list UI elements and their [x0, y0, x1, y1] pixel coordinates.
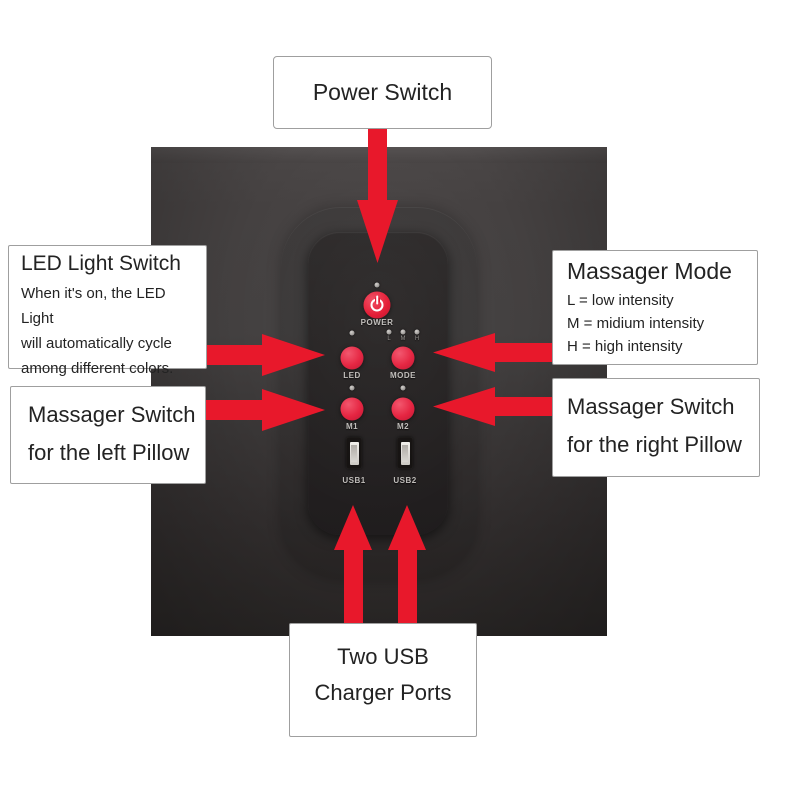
m1-button-label: M1 — [345, 422, 359, 431]
callout-right-massager-switch: Massager Switch for the right Pillow — [552, 378, 760, 477]
callout-mode-line-low: L = low intensity — [567, 292, 674, 309]
pillow-photo: POWER LED L M H MODE M1 M2 — [151, 147, 607, 636]
mode-led-medium — [400, 329, 406, 335]
callout-led-title: LED Light Switch — [21, 252, 181, 275]
power-icon — [370, 295, 384, 312]
callout-power-switch: Power Switch — [273, 56, 492, 129]
callout-mode-line-high: H = high intensity — [567, 338, 683, 355]
mode-led-low — [386, 329, 392, 335]
callout-power-title: Power Switch — [312, 79, 453, 105]
callout-right-line-2: for the right Pillow — [567, 432, 742, 457]
callout-usb-line-2: Charger Ports — [314, 680, 452, 705]
power-button-label: POWER — [360, 318, 394, 327]
usb2-port — [397, 437, 413, 469]
callout-led-line-2: will automatically cycle — [21, 335, 172, 352]
callout-left-line-1: Massager Switch — [28, 402, 196, 427]
usb-connector-icon — [400, 441, 410, 465]
led-indicator-led — [349, 330, 355, 336]
m1-indicator-led — [349, 385, 355, 391]
usb1-port-label: USB1 — [342, 476, 366, 485]
callout-mode-title: Massager Mode — [567, 258, 732, 284]
callout-left-line-2: for the left Pillow — [28, 440, 190, 465]
mode-led-letter-l: L — [387, 336, 391, 342]
m1-button — [340, 397, 364, 421]
callout-led-line-1: When it's on, the LED Light — [21, 285, 166, 327]
mode-button-label: MODE — [390, 371, 416, 380]
mode-led-high — [414, 329, 420, 335]
m2-button-label: M2 — [396, 422, 410, 431]
callout-left-massager-switch: Massager Switch for the left Pillow — [10, 386, 206, 484]
callout-led-line-3: among different colors. — [21, 360, 174, 377]
usb-connector-icon — [349, 441, 359, 465]
callout-right-line-1: Massager Switch — [567, 394, 735, 419]
mode-led-letter-m: M — [400, 336, 406, 342]
callout-usb-line-1: Two USB — [337, 644, 429, 669]
led-button — [340, 346, 364, 370]
callout-massager-mode: Massager Mode L = low intensity M = midi… — [552, 250, 758, 365]
control-pad: POWER LED L M H MODE M1 M2 — [308, 232, 448, 535]
power-indicator-led — [374, 282, 380, 288]
callout-usb-charger-ports: Two USB Charger Ports — [289, 623, 477, 737]
led-button-label: LED — [343, 371, 361, 380]
power-button — [363, 291, 391, 319]
callout-led-light-switch: LED Light Switch When it's on, the LED L… — [8, 245, 207, 377]
usb1-port — [346, 437, 362, 469]
usb2-port-label: USB2 — [393, 476, 417, 485]
mode-button — [391, 346, 415, 370]
m2-indicator-led — [400, 385, 406, 391]
mode-led-letter-h: H — [414, 336, 420, 342]
m2-button — [391, 397, 415, 421]
panel-recess — [281, 207, 477, 579]
callout-mode-line-medium: M = midium intensity — [567, 315, 705, 332]
